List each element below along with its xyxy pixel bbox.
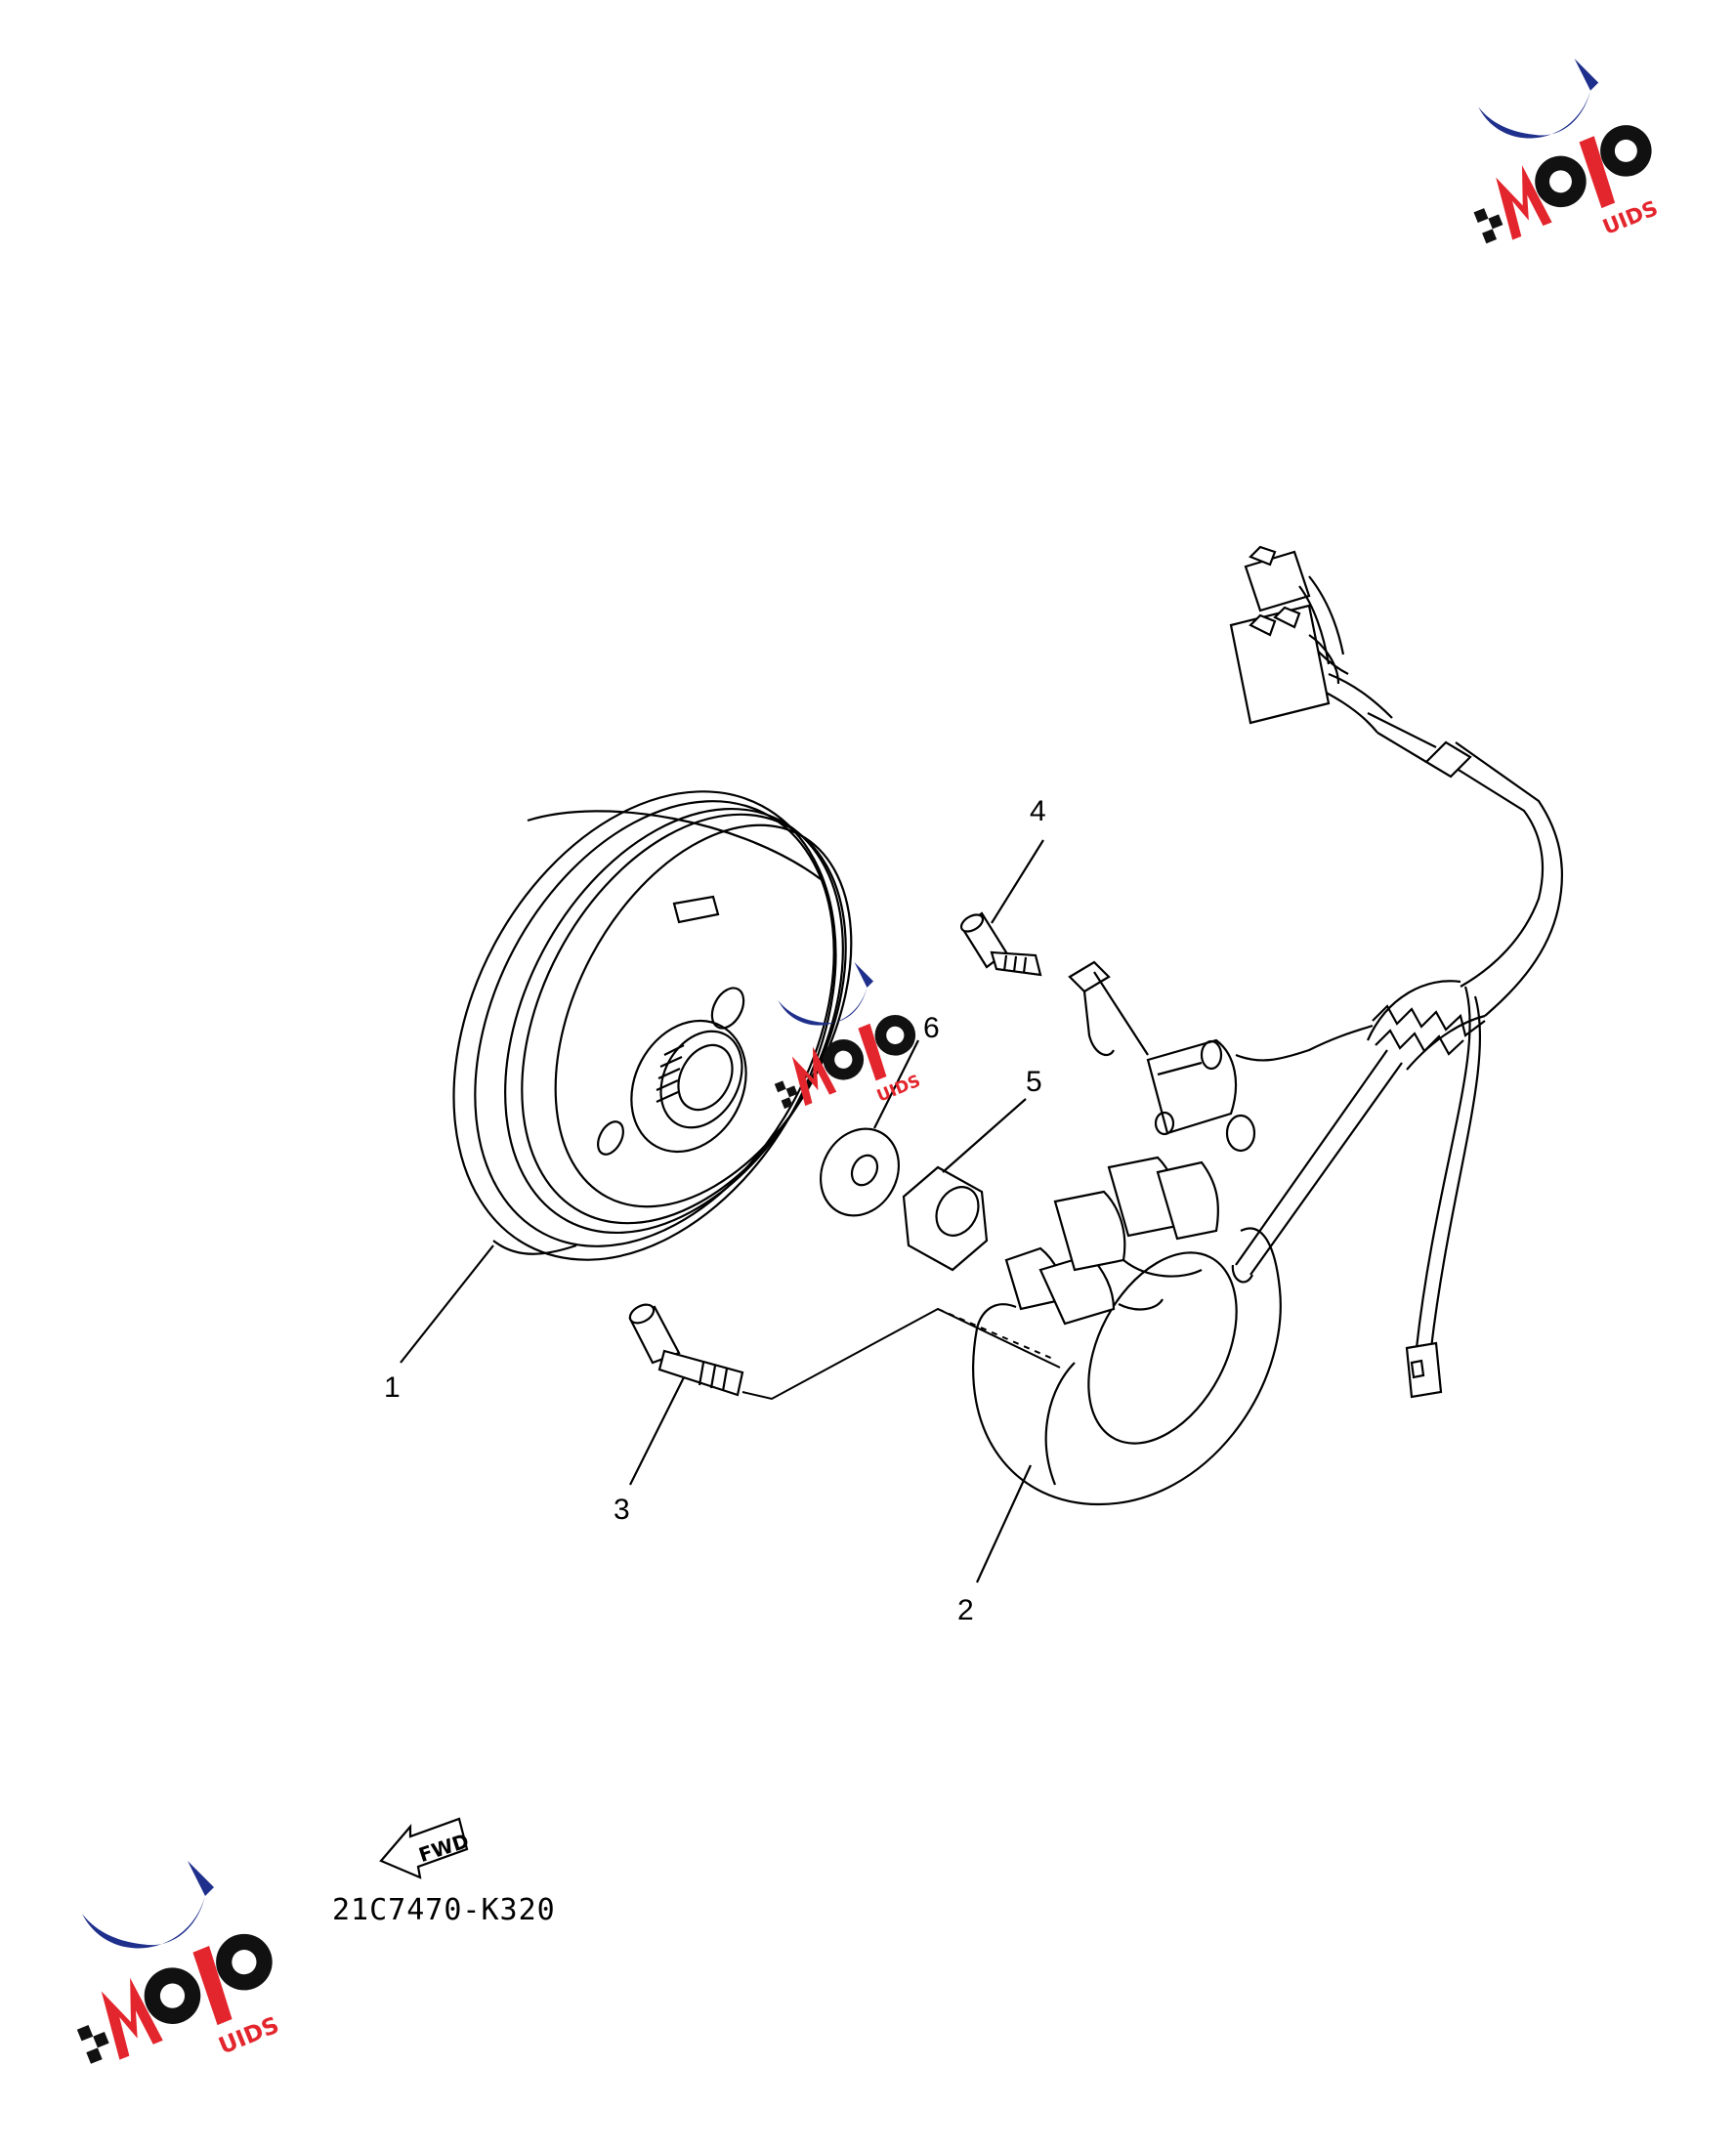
assembly-line bbox=[741, 1307, 1061, 1401]
watermark-logo-top-right: UIDS bbox=[1463, 59, 1667, 254]
fwd-arrow-icon: FWD bbox=[379, 1817, 472, 1879]
washer-6 bbox=[819, 1127, 901, 1217]
assembly-line-dashed bbox=[937, 1308, 1056, 1361]
bolt-4 bbox=[959, 911, 1042, 977]
callout-6: 6 bbox=[923, 1012, 940, 1044]
bolt-3 bbox=[628, 1303, 744, 1397]
callout-5: 5 bbox=[1026, 1066, 1042, 1098]
callout-1: 1 bbox=[384, 1371, 401, 1404]
callout-2: 2 bbox=[957, 1594, 974, 1626]
callout-4: 4 bbox=[1030, 795, 1046, 827]
wiring-harness bbox=[1068, 545, 1564, 1399]
callout-3: 3 bbox=[614, 1494, 630, 1526]
watermark-logo-bottom-left: UIDS bbox=[66, 1861, 289, 2075]
stator-assembly bbox=[972, 1156, 1282, 1506]
flywheel-rotor bbox=[452, 790, 853, 1261]
diagram-part-number: 21C7470-K320 bbox=[332, 1893, 556, 1927]
nut-5 bbox=[902, 1165, 989, 1272]
leader-lines bbox=[400, 839, 1044, 1583]
